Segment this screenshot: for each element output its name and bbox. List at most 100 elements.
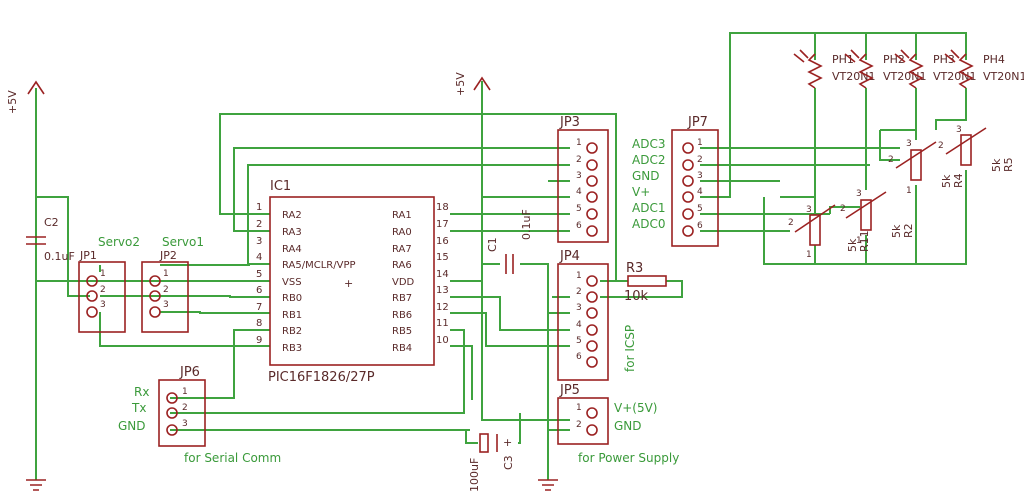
connector-pin [149,290,161,302]
jp4-ref: JP4 [559,249,580,264]
schematic-line [894,49,910,63]
label-text: ADC1 [632,201,665,215]
label-text: RB7 [392,293,412,304]
label-text: RA6 [392,260,412,271]
label-text: 7 [256,302,262,313]
schematic-line [858,53,874,89]
schematic-line [26,479,46,491]
connector-pin [149,275,161,287]
schematic-line [793,49,809,63]
connector-pin [166,424,178,436]
label-text: 2 [888,155,894,165]
connector-pin [586,291,598,303]
schematic-line [829,206,860,214]
schematic-line [935,88,967,130]
label-text: 2 [163,285,169,295]
label-text: 4 [576,187,582,197]
connector-pin [682,225,694,237]
label-text: GND [632,169,660,183]
label-text: ADC2 [632,153,665,167]
schematic-line [450,312,570,347]
label-text: 5 [256,269,262,280]
label-text: PH4 [983,53,1005,66]
label-text: RA7 [392,244,412,255]
schematic-line [557,263,609,381]
ic1-ref: IC1 [270,179,291,194]
label-text: 3 [256,236,262,247]
label-text: ADC0 [632,217,665,231]
schematic-line [465,430,478,444]
schematic-line [944,49,960,63]
jp5-connector: 1 2 JP5 V+(5V) GND for Power Supply [557,383,679,465]
schematic-line [538,479,558,491]
pot-r4: 3 1 2 5k R4 [888,139,965,196]
jp2-connector: 1 2 3 JP2 Servo1 [141,235,204,333]
label-text: 5 [576,204,582,214]
connector-pin [682,175,694,187]
ground-left [26,479,46,491]
jp3-ref: JP3 [559,115,580,130]
schematic-line [879,130,900,161]
schematic-line [26,236,46,245]
cap-c3: + 100uF C3 [468,433,515,492]
jp6-label: for Serial Comm [184,451,281,465]
wires [35,32,967,480]
label-text: 11 [436,318,449,329]
schematic-line [481,281,570,421]
label-text: R2 [902,223,915,238]
cap-c1: C1 0.1uF [486,209,533,274]
label-text: 1 [182,387,188,397]
jp4-label: for ICSP [623,325,637,372]
label-text: 5 [576,336,582,346]
label-text: 3 [163,300,169,310]
label-text: 15 [436,252,449,263]
label-text: 3 [956,125,962,135]
label-text: 3 [697,171,703,181]
label-text: 6 [256,285,262,296]
schematic-line [450,345,473,400]
resistor-r3: R3 10k [624,261,667,304]
label-text: 10 [436,335,449,346]
schematic-line [479,433,489,453]
schematic-line [895,141,937,169]
label-text: RA0 [392,227,412,238]
label-text: 1 [100,269,106,279]
connector-pin [149,306,161,318]
cap-c2: C2 0.1uF [26,216,75,263]
p5v-mid-label: +5V [454,72,467,96]
connector-pin [682,142,694,154]
schematic-line [809,214,821,246]
label-text: 3 [182,419,188,429]
label-text: 1 [806,250,812,260]
c3-value: 100uF [468,458,481,492]
label-text: VT20N1 [883,70,926,83]
label-text: 6 [576,352,582,362]
connector-pin [586,324,598,336]
connector-pin [86,290,98,302]
label-text: 1 [256,202,262,213]
label-text: 2 [100,285,106,295]
label-text: RB4 [392,343,412,354]
supply-mid: +5V [454,72,491,96]
connector-pin [166,407,178,419]
schematic-line [844,49,860,63]
label-text: 5 [697,204,703,214]
jp1-label: Servo2 [98,235,140,249]
jp3-connector: 1 2 3 4 5 6 JP3 [557,115,609,243]
schematic-line [505,254,514,274]
label-text: VT20N1 [832,70,875,83]
schematic-line [450,296,570,331]
connector-pin [586,191,598,203]
schematic-line [518,413,521,444]
jp5-label: for Power Supply [578,451,679,465]
connector-pin [586,407,598,419]
schematic-line [473,76,491,91]
label-text: 3 [100,300,106,310]
photo-ph4: PH4 VT20N1 [944,49,1024,89]
label-text: 8 [256,318,262,329]
connector-pin [586,340,598,352]
jp1-ref: JP1 [79,249,97,262]
